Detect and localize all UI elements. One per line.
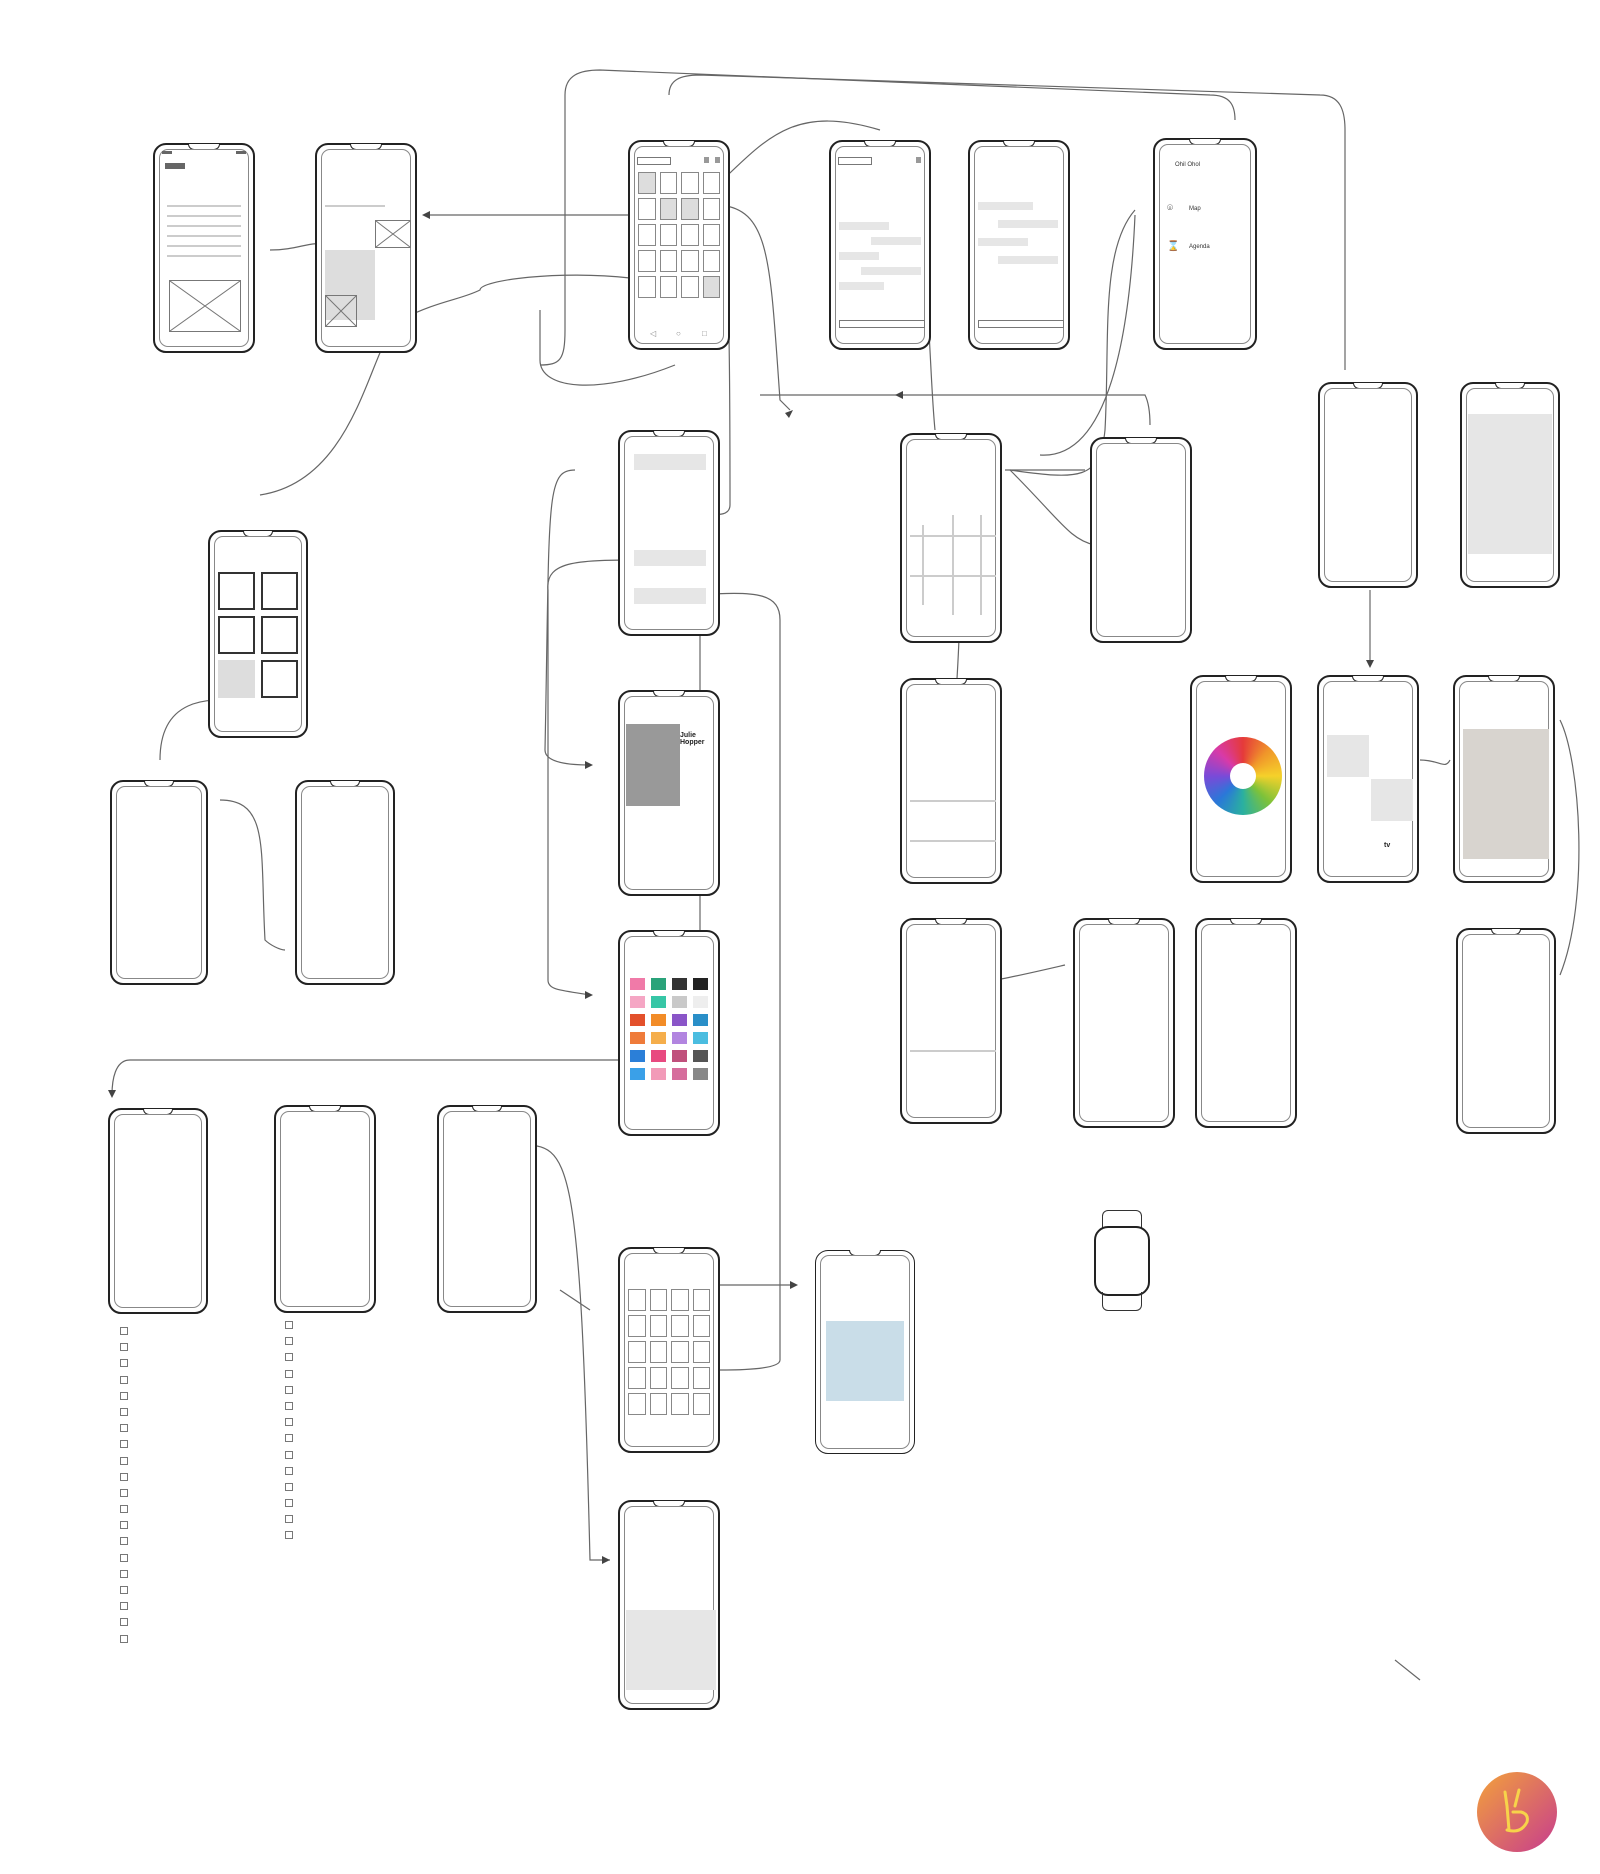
map-label[interactable]: Map <box>1189 206 1201 212</box>
phone-food-menu <box>1453 675 1555 883</box>
peace-hand-icon <box>1477 1772 1557 1852</box>
map-pin-icon: ⌾ <box>1167 203 1173 214</box>
phone-color-wheel <box>1190 675 1292 883</box>
phone-launcher <box>110 780 208 985</box>
theater-masks-image <box>826 1321 904 1401</box>
phone-icon-board <box>295 780 395 985</box>
smartwatch <box>1092 1210 1150 1311</box>
phone-chat-2 <box>968 140 1070 350</box>
phone-chat <box>829 140 931 350</box>
phone-home-grid: ◁○□ <box>628 140 730 350</box>
phone-grid-empty <box>618 1247 720 1453</box>
phone-map-nav <box>900 678 1002 884</box>
phone-timeline <box>1090 437 1192 643</box>
phone-conversation <box>1073 918 1175 1128</box>
phone-icon-grid-x <box>1456 928 1556 1134</box>
phone-article-list <box>315 143 417 353</box>
phone-map-route <box>900 433 1002 643</box>
phone-theater-image <box>815 1250 915 1454</box>
phone-gallery-x <box>1318 382 1418 588</box>
phone-map-end <box>900 918 1002 1124</box>
hourglass-icon: ⌛ <box>1167 241 1180 252</box>
phone-color-palette <box>618 930 720 1136</box>
phone-schedule <box>437 1105 537 1313</box>
phone-dashboard: Ohil Ohol ⌾ Map ⌛ Agenda <box>1153 138 1257 350</box>
checklist-middle <box>285 1321 302 1548</box>
phone-checklist-a <box>108 1108 208 1314</box>
profile-name: Julie Hopper <box>680 732 705 746</box>
appletv-label: tv <box>1384 842 1391 849</box>
phone-folders <box>208 530 308 738</box>
phone-smart-home: tv <box>1317 675 1419 883</box>
phone-blank-detail <box>1460 382 1560 588</box>
agenda-label[interactable]: Agenda <box>1189 244 1210 250</box>
greeting-text: Ohil Ohol <box>1175 162 1201 168</box>
phone-menu-list <box>618 430 720 636</box>
profile-photo <box>626 724 680 806</box>
phone-checklist-b <box>274 1105 376 1313</box>
checklist-left <box>120 1327 137 1651</box>
phone-article-detail <box>153 143 255 353</box>
phone-emoji-keyboard <box>618 1500 720 1710</box>
phone-profile: Julie Hopper <box>618 690 720 896</box>
phone-conversation-2 <box>1195 918 1297 1128</box>
